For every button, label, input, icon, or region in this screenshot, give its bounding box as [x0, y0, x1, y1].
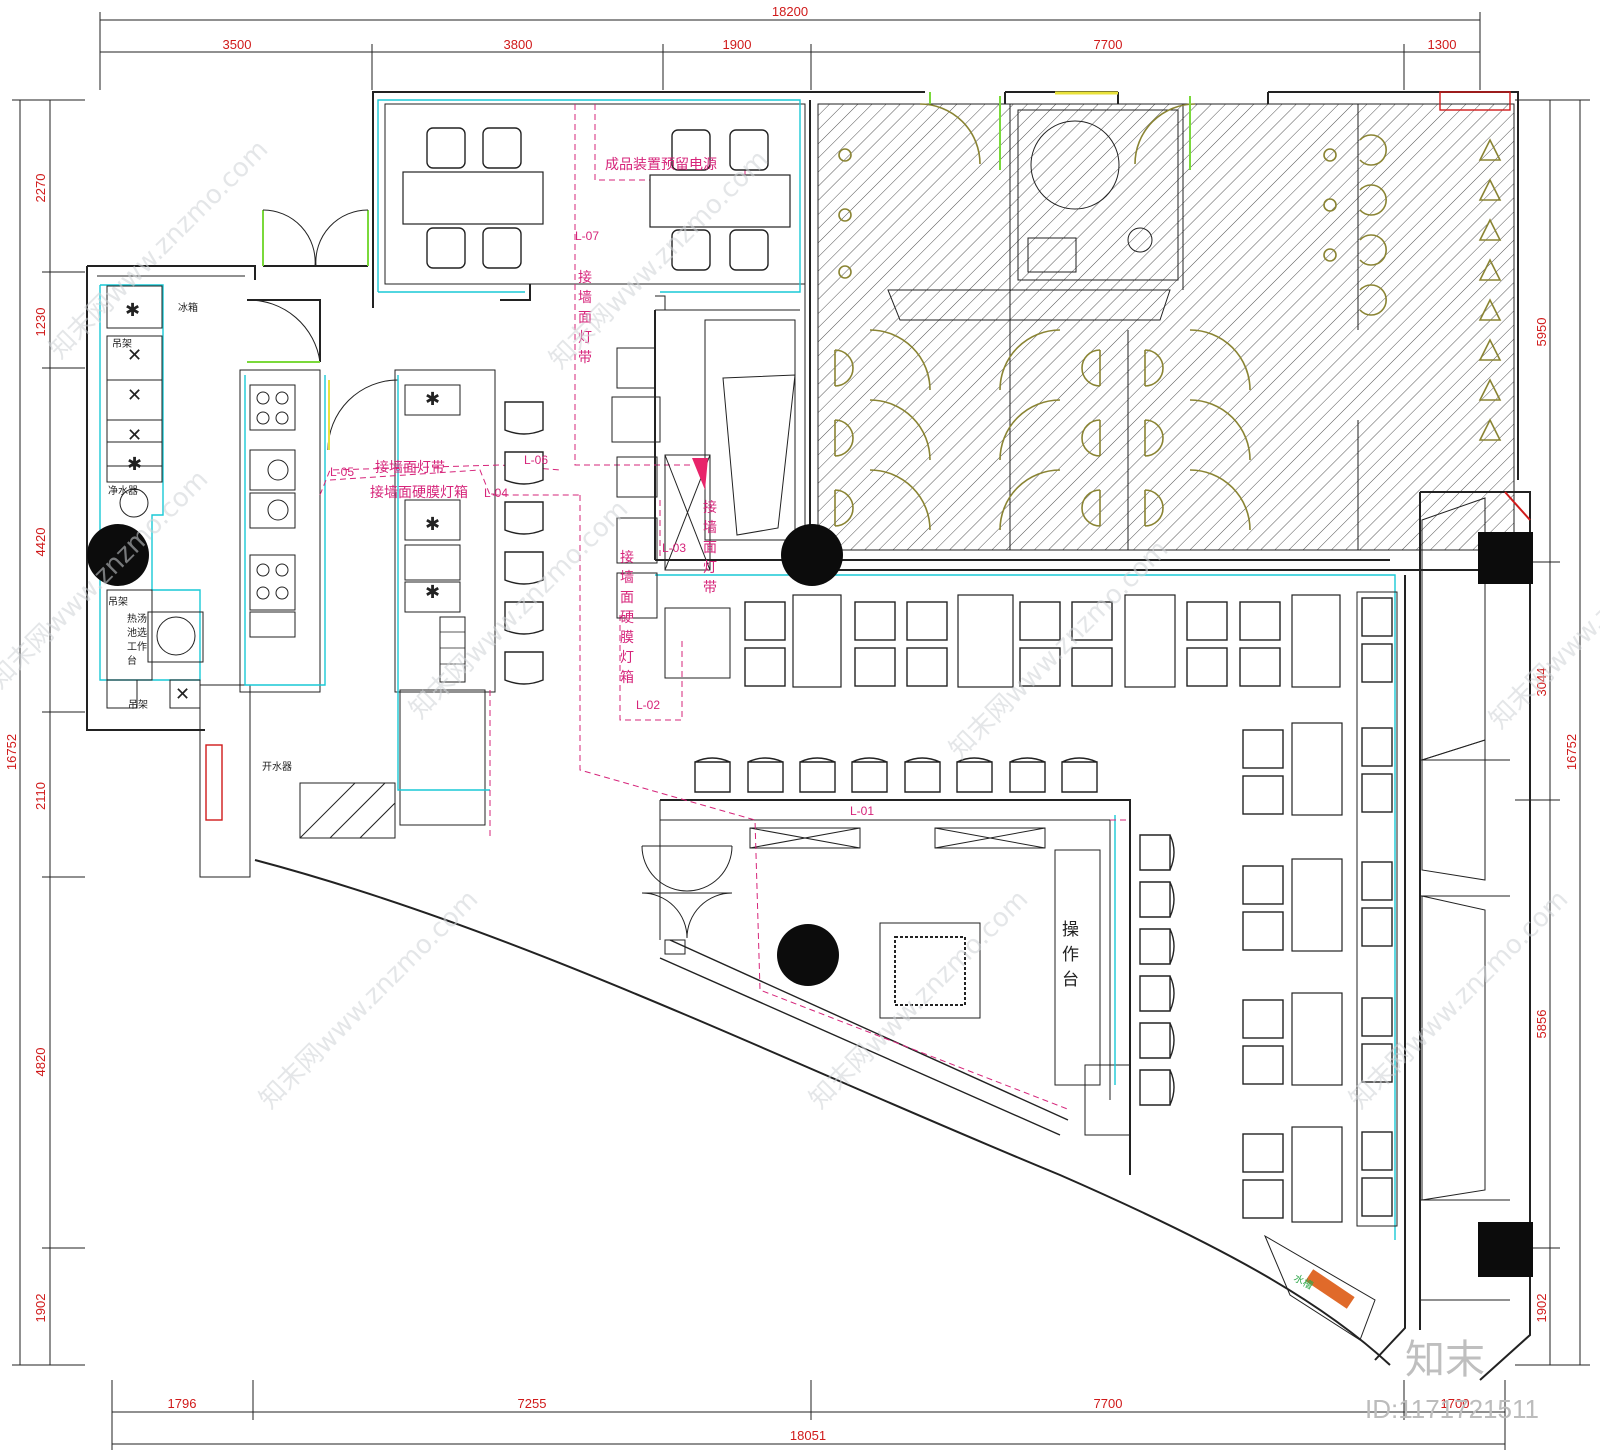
- circuit-tag-l04: L-04: [484, 486, 508, 500]
- power-note: 成品装置预留电源: [605, 157, 717, 173]
- svg-text:箱: 箱: [620, 670, 634, 686]
- vertical-label-light-strip: 接 墙 面 灯 带: [578, 269, 592, 366]
- svg-text:带: 带: [578, 350, 592, 366]
- fridge-label: 冰箱: [178, 301, 198, 314]
- dim-top-seg-3: 1900: [723, 37, 752, 52]
- svg-text:灯: 灯: [620, 650, 634, 666]
- dim-left-seg-4: 2110: [33, 782, 48, 810]
- svg-text:作: 作: [1062, 945, 1079, 965]
- brand-watermark: 知末: [1405, 1337, 1485, 1383]
- svg-text:面: 面: [620, 590, 634, 606]
- rack-label-2: 吊架: [108, 596, 128, 608]
- svg-text:膜: 膜: [620, 630, 634, 646]
- dining-set-right: [649, 129, 791, 271]
- svg-text:知末网www.znzmo.com: 知末网www.znzmo.com: [254, 884, 485, 1115]
- water-purifier-label: 净水器: [108, 484, 138, 497]
- svg-text:工作: 工作: [127, 641, 147, 653]
- bar-stools-top: [694, 757, 1098, 793]
- circuit-tag-l06: L-06: [524, 453, 548, 467]
- circuit-paths: [319, 104, 1130, 1111]
- kitchen-equipment: [106, 285, 466, 709]
- dim-bottom-seg-4: 1700: [1441, 1396, 1470, 1411]
- dining-set-left: [402, 127, 544, 269]
- svg-text:✕: ✕: [127, 385, 142, 406]
- svg-text:灯: 灯: [703, 560, 717, 576]
- id-watermark: ID:1171721511: [1365, 1394, 1539, 1424]
- svg-text:硬: 硬: [620, 610, 634, 626]
- dim-top-seg-1: 3500: [223, 37, 252, 52]
- svg-text:墙: 墙: [620, 570, 634, 586]
- dim-bottom-seg-3: 7700: [1094, 1396, 1123, 1411]
- circuit-tag-l07: L-07: [575, 229, 599, 243]
- svg-text:知末网www.znzmo.com: 知末网www.znzmo.com: [804, 884, 1035, 1115]
- dim-bottom-total: 18051: [790, 1428, 826, 1443]
- svg-text:墙: 墙: [578, 290, 592, 306]
- svg-text:热汤: 热汤: [127, 612, 147, 625]
- svg-text:面: 面: [703, 540, 717, 556]
- structural-columns: [87, 524, 1533, 1277]
- svg-text:带: 带: [703, 580, 717, 596]
- dim-right-seg-3: 5856: [1534, 1010, 1549, 1039]
- dimension-lines: [12, 12, 1590, 1450]
- svg-text:池选: 池选: [127, 626, 147, 639]
- dim-left-seg-2: 1230: [33, 308, 48, 337]
- cyan-outline: [99, 99, 1396, 1240]
- svg-text:面: 面: [578, 310, 592, 326]
- dim-right-total: 16752: [1564, 734, 1579, 770]
- soup-station-label: 热汤 池选 工作 台: [127, 612, 147, 667]
- bar-stools-right: [1139, 834, 1175, 1106]
- dim-left-seg-5: 4820: [33, 1048, 48, 1077]
- svg-text:✕: ✕: [175, 684, 190, 705]
- dim-top-seg-2: 3800: [504, 37, 533, 52]
- dim-top-seg-5: 1300: [1428, 37, 1457, 52]
- circuit-tag-l05: L-05: [330, 465, 354, 479]
- svg-text:✕: ✕: [127, 345, 142, 366]
- circuit-tag-l01: L-01: [850, 804, 874, 818]
- water-boiler-label: 开水器: [262, 761, 292, 773]
- svg-text:✕: ✕: [127, 425, 142, 446]
- wall-light-strip-label: 接墙面灯带: [375, 459, 445, 476]
- dim-right-seg-2: 3044: [1534, 668, 1549, 697]
- operation-area-label: 操 作 台: [1062, 920, 1079, 990]
- burner-icons: ✱ ✕ ✕ ✕ ✱ ✕ ✱ ✱ ✱: [125, 300, 440, 705]
- svg-text:✱: ✱: [425, 582, 440, 603]
- svg-text:墙: 墙: [703, 520, 717, 536]
- dim-bottom-seg-1: 1796: [168, 1396, 197, 1411]
- dim-top-seg-4: 7700: [1094, 37, 1123, 52]
- rack-label: 吊架: [112, 338, 132, 350]
- svg-text:台: 台: [1062, 970, 1079, 990]
- svg-text:灯: 灯: [578, 330, 592, 346]
- dim-top-total: 18200: [772, 4, 808, 19]
- dim-left-seg-6: 1902: [33, 1294, 48, 1323]
- walls: [86, 91, 1531, 1381]
- dim-right-seg-4: 1902: [1534, 1294, 1549, 1323]
- svg-text:台: 台: [127, 654, 137, 667]
- booth-tables: [744, 591, 1398, 1227]
- dim-right-seg-1: 5950: [1534, 318, 1549, 347]
- vertical-label-hard-film: 接 墙 面 硬 膜 灯 箱: [620, 549, 634, 686]
- svg-text:接: 接: [578, 269, 592, 286]
- svg-text:✱: ✱: [125, 300, 140, 321]
- svg-text:操: 操: [1062, 920, 1079, 940]
- dim-left-seg-3: 4420: [33, 528, 48, 557]
- svg-text:知末网www.znzmo.com: 知末网www.znzmo.com: [44, 134, 275, 365]
- counter-cubes: [611, 347, 731, 679]
- svg-text:✱: ✱: [425, 389, 440, 410]
- dim-left-total: 16752: [4, 734, 19, 770]
- circuit-tag-l02: L-02: [636, 698, 660, 712]
- stools-column: [504, 401, 544, 685]
- dim-bottom-seg-2: 7255: [518, 1396, 547, 1411]
- svg-text:接: 接: [703, 499, 717, 516]
- vertical-label-light-strip-2: 接 墙 面 灯 带: [703, 499, 717, 596]
- svg-text:✱: ✱: [127, 454, 142, 475]
- wall-hard-film-box-label: 接墙面硬膜灯箱: [370, 484, 468, 501]
- restroom-area: [817, 103, 1515, 551]
- rack-label-3: 吊架: [128, 699, 148, 711]
- circuit-tag-l03: L-03: [662, 541, 686, 555]
- svg-text:接: 接: [620, 549, 634, 566]
- dim-left-seg-1: 2270: [33, 174, 48, 203]
- svg-text:✱: ✱: [425, 514, 440, 535]
